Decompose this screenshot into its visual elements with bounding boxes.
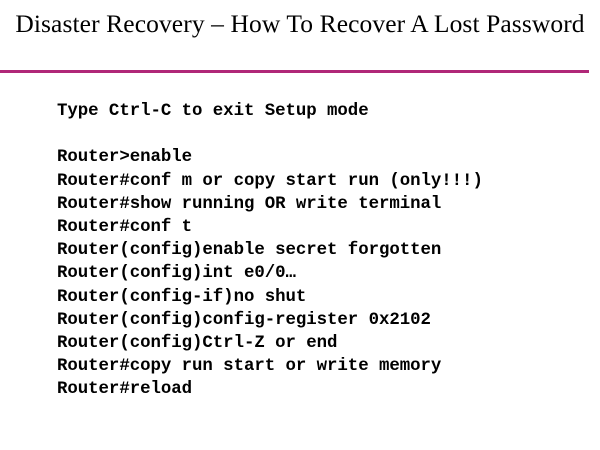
code-line: Type Ctrl-C to exit Setup mode bbox=[57, 102, 369, 121]
code-line: Router#show running OR write terminal bbox=[57, 194, 442, 214]
code-block: Type Ctrl-C to exit Setup mode Router>en… bbox=[57, 100, 587, 402]
code-line: Router(config-if)no shut bbox=[57, 287, 307, 307]
code-line: Router#conf m or copy start run (only!!!… bbox=[57, 171, 483, 191]
code-line: Router#reload bbox=[57, 380, 193, 400]
code-line: Router(config)enable secret forgotten bbox=[57, 241, 442, 261]
code-line: Router#conf t bbox=[57, 218, 193, 237]
title-divider-rule bbox=[0, 70, 589, 73]
code-line: Router(config)int e0/0… bbox=[57, 264, 296, 284]
code-line: Router#copy run start or write memory bbox=[57, 357, 442, 377]
code-line: Router>enable bbox=[57, 148, 193, 168]
code-line: Router(config)config-register 0x2102 bbox=[57, 310, 431, 330]
slide-title: Disaster Recovery – How To Recover A Los… bbox=[15, 9, 585, 38]
code-line-blank bbox=[57, 123, 587, 146]
code-line: Router(config)Ctrl-Z or end bbox=[57, 334, 338, 354]
